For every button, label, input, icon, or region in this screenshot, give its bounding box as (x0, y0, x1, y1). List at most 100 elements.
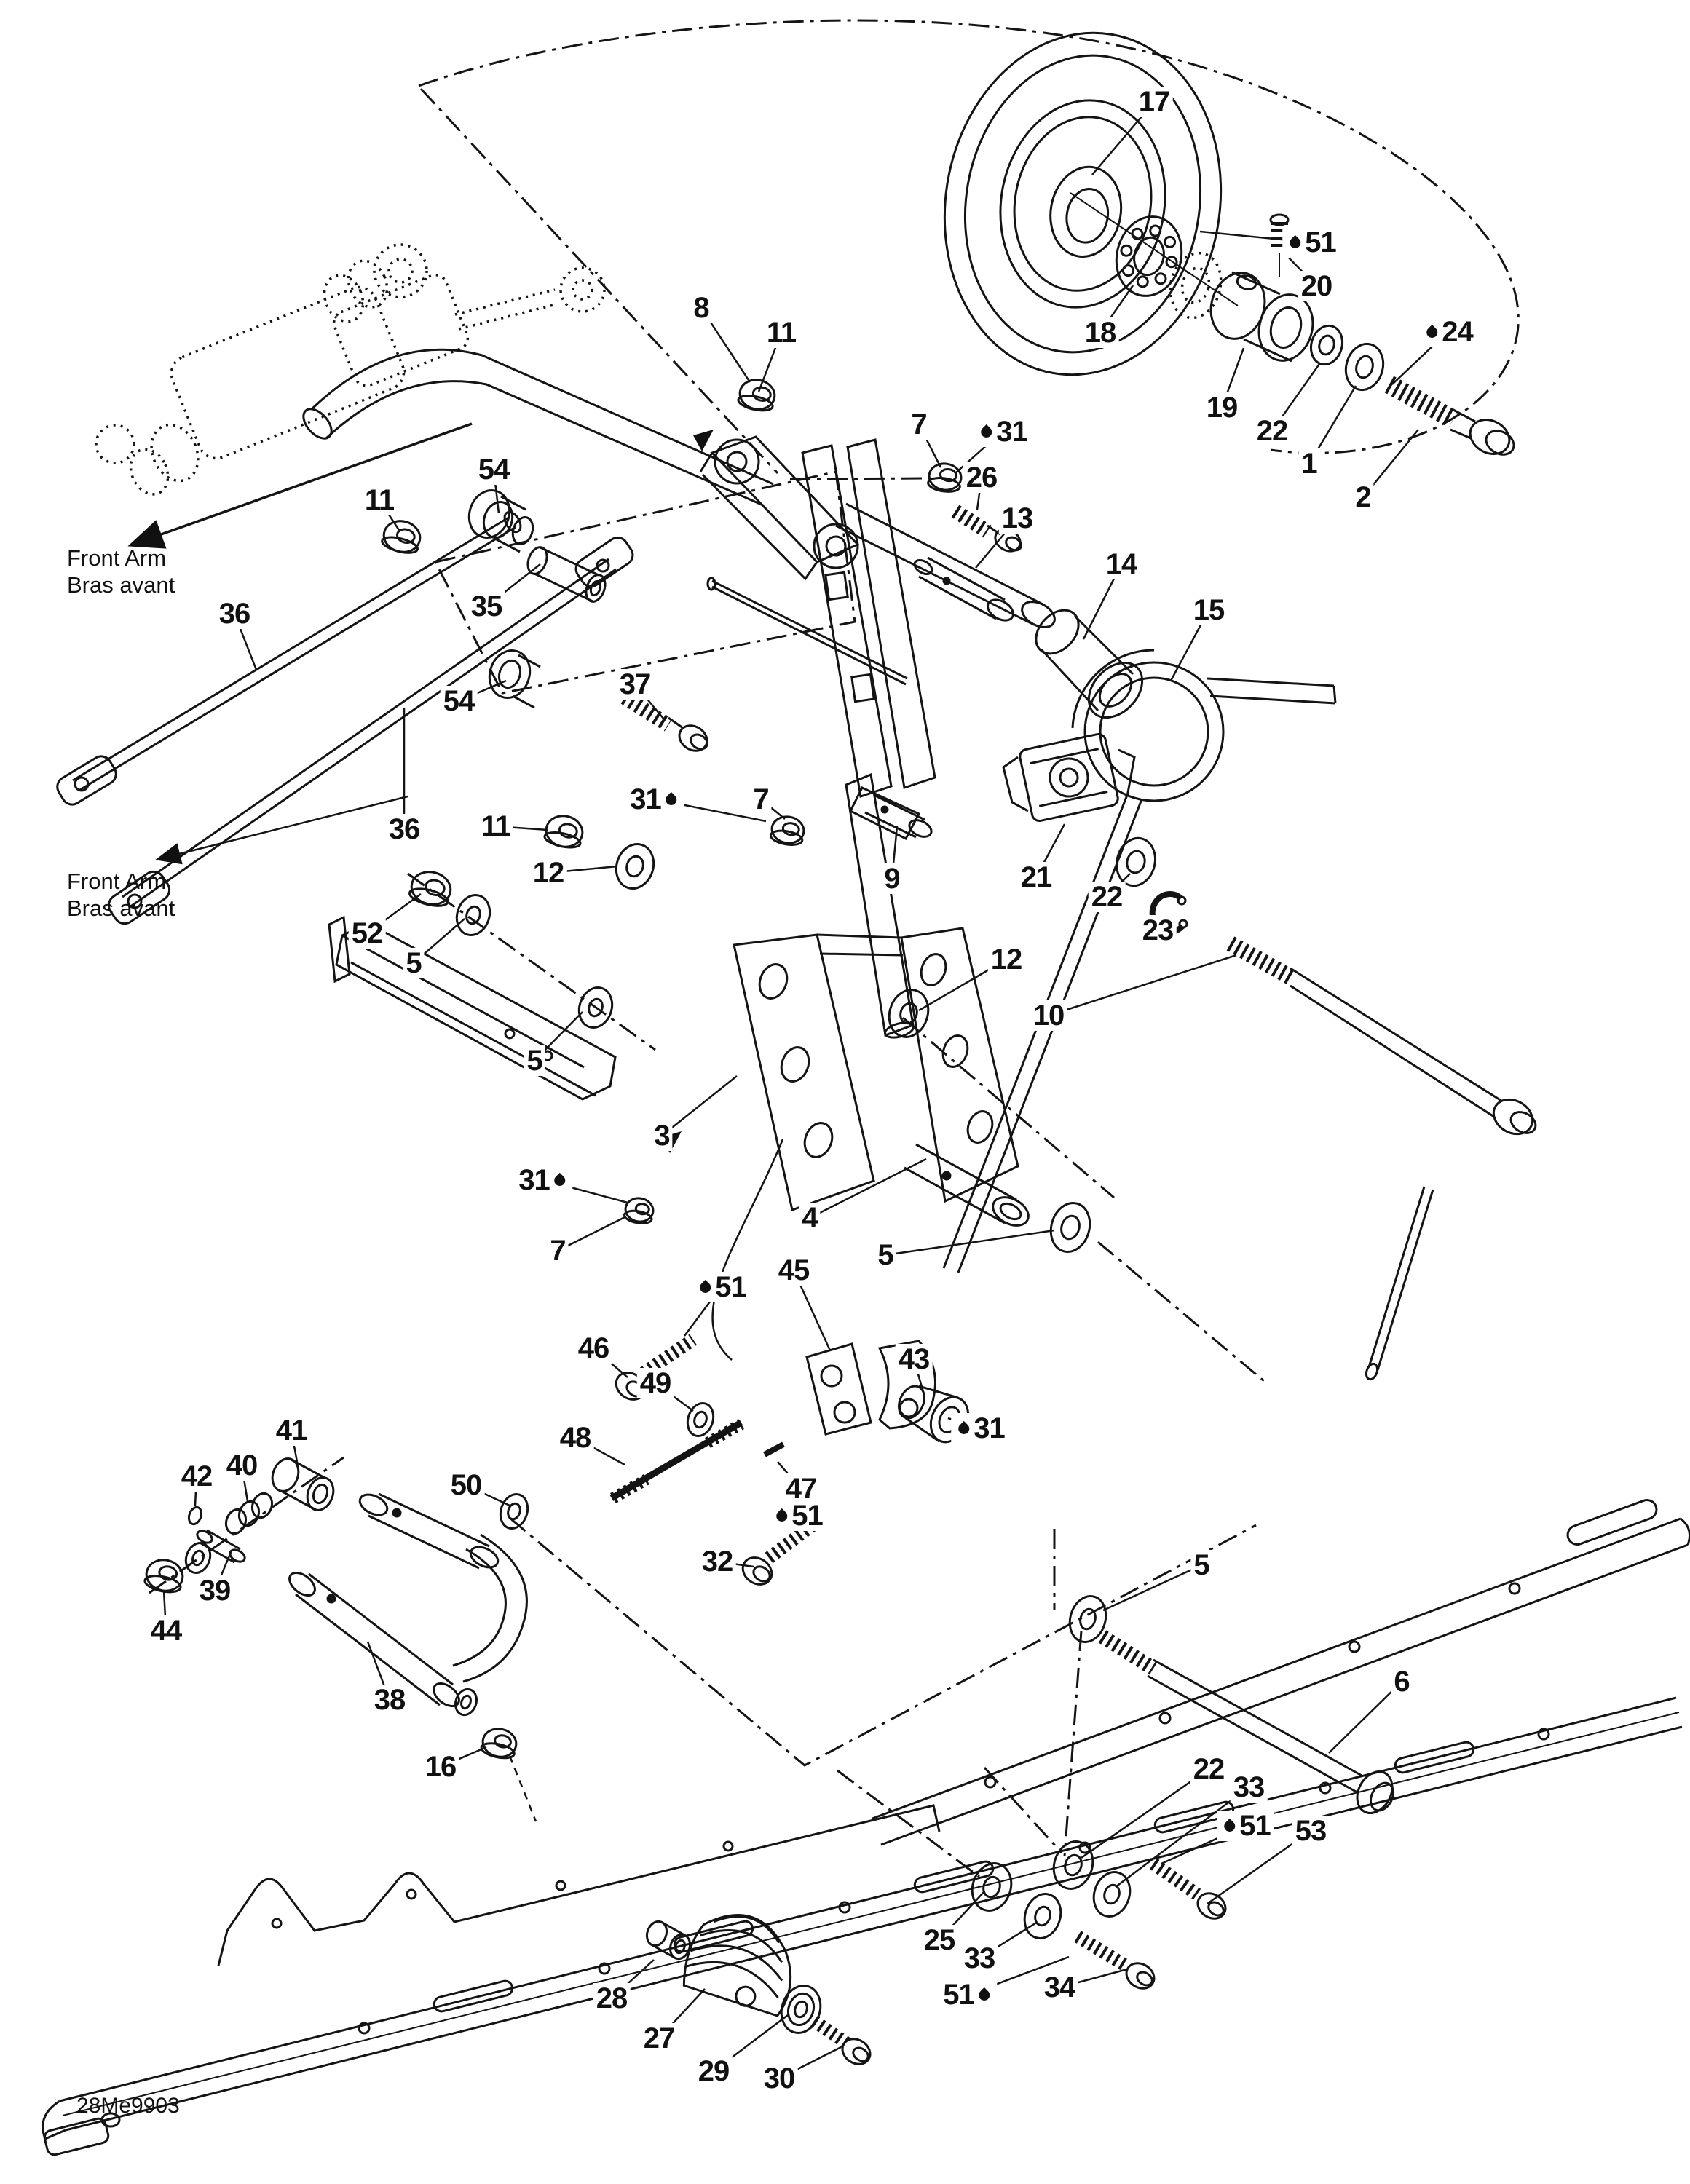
bolt-37 (620, 691, 708, 752)
washer-5c (1049, 1202, 1091, 1253)
callout-17: 17 (1135, 87, 1173, 117)
callout-28: 28 (593, 1983, 631, 2014)
callout-number: 30 (763, 2062, 795, 2094)
callout-22: 22 (1190, 1754, 1228, 1784)
leader-line-5 (885, 1229, 1055, 1257)
front-arm-rod-upper (56, 510, 522, 806)
callout-number: 14 (1105, 548, 1137, 580)
callout-number: 51 (715, 1271, 746, 1303)
callout-number: 7 (753, 783, 769, 815)
hex-nut-11b (381, 520, 422, 554)
callout-11: 11 (361, 485, 398, 515)
callout-29: 29 (695, 2056, 733, 2086)
callout-number: 32 (701, 1546, 733, 1578)
front-arm-label-en: Front Arm (67, 869, 167, 894)
callout-51: 51 (692, 1272, 749, 1302)
callout-number: 8 (693, 292, 709, 324)
callout-46: 46 (574, 1333, 612, 1364)
callout-5: 5 (1190, 1550, 1212, 1580)
callout-number: 47 (785, 1473, 817, 1505)
callout-number: 29 (698, 2055, 730, 2087)
callout-number: 19 (1206, 392, 1238, 424)
callout-number: 35 (470, 590, 502, 622)
callout-number: 27 (643, 2022, 675, 2054)
threadlock-droplet-icon (956, 1420, 972, 1436)
callout-number: 4 (802, 1202, 818, 1234)
front-arm-label-fr: Bras avant (67, 572, 175, 598)
callout-51: 51 (1282, 227, 1339, 258)
callout-53: 53 (1292, 1816, 1330, 1846)
callout-number: 31 (996, 416, 1027, 448)
callout-20: 20 (1298, 271, 1335, 301)
leader-line-4 (809, 1158, 927, 1219)
rear-arm-plates (706, 438, 936, 1039)
callout-number: 3 (654, 1120, 670, 1152)
callout-number: 51 (791, 1500, 823, 1532)
callout-number: 51 (1239, 1810, 1271, 1842)
callout-30: 30 (760, 2062, 798, 2094)
callout-51: 51 (1217, 1811, 1274, 1841)
callout-3: 3 (651, 1120, 673, 1152)
callout-33: 33 (1230, 1771, 1268, 1803)
callout-13: 13 (998, 502, 1036, 534)
callout-number: 51 (1305, 226, 1336, 258)
callout-41: 41 (272, 1415, 310, 1447)
front-arm-label-top: Front Arm Bras avant (67, 545, 175, 598)
callout-12: 12 (987, 943, 1025, 976)
callout-number: 13 (1001, 502, 1033, 534)
callout-18: 18 (1081, 317, 1119, 349)
callout-number: 50 (450, 1469, 482, 1501)
front-arm-label-bottom: Front Arm Bras avant (67, 868, 175, 922)
callout-number: 39 (199, 1575, 231, 1607)
callout-22: 22 (1253, 416, 1291, 446)
callout-number: 34 (1043, 1971, 1075, 2003)
callout-31: 31 (627, 784, 684, 815)
leader-line-3 (661, 1075, 738, 1136)
callout-number: 18 (1084, 317, 1116, 349)
callout-number: 7 (911, 408, 927, 440)
leader-line-5 (1102, 1564, 1202, 1612)
flange-nut-11a (737, 379, 776, 412)
washer-22b (1116, 836, 1156, 887)
arm-38 (288, 1492, 528, 1717)
rubber-sleeve-14 (1035, 609, 1144, 719)
callout-number: 54 (478, 454, 510, 486)
callout-2: 2 (1352, 482, 1374, 513)
callout-26: 26 (963, 462, 1000, 493)
callout-number: 38 (374, 1684, 406, 1716)
mid-fasteners (408, 815, 930, 1224)
callout-number: 9 (884, 863, 900, 895)
bottom-hardware (645, 1595, 1395, 2065)
callout-number: 16 (425, 1751, 457, 1783)
callout-31: 31 (974, 416, 1030, 447)
callout-24: 24 (1419, 317, 1476, 347)
threadlock-droplet-icon (979, 424, 995, 440)
callout-number: 31 (630, 783, 661, 815)
flange-nut-7a (927, 462, 963, 493)
threadlock-droplet-icon (1424, 324, 1440, 340)
torsion-spring (942, 649, 1337, 1273)
rail-background (872, 1499, 1690, 1846)
threadlock-droplet-icon (1287, 234, 1303, 250)
callout-number: 33 (1233, 1771, 1265, 1803)
callout-31: 31 (516, 1165, 572, 1195)
callout-50: 50 (447, 1469, 485, 1501)
front-arm-label-en: Front Arm (67, 545, 167, 571)
callout-10: 10 (1030, 1000, 1067, 1031)
callout-number: 41 (275, 1415, 307, 1447)
callout-5: 5 (403, 947, 425, 979)
callout-number: 23 (1142, 914, 1174, 946)
callout-number: 48 (559, 1422, 591, 1454)
washers-and-bolt (1309, 324, 1515, 456)
callout-number: 31 (974, 1412, 1005, 1444)
callout-number: 53 (1295, 1815, 1327, 1847)
threadlock-droplet-icon (976, 1987, 992, 2003)
callout-number: 44 (150, 1615, 182, 1647)
callout-number: 12 (990, 943, 1022, 976)
callout-9: 9 (881, 863, 903, 895)
callout-32: 32 (698, 1546, 736, 1578)
leader-line-33 (1115, 1786, 1249, 1888)
bolt-10 (1226, 936, 1537, 1381)
callout-number: 5 (406, 947, 422, 979)
